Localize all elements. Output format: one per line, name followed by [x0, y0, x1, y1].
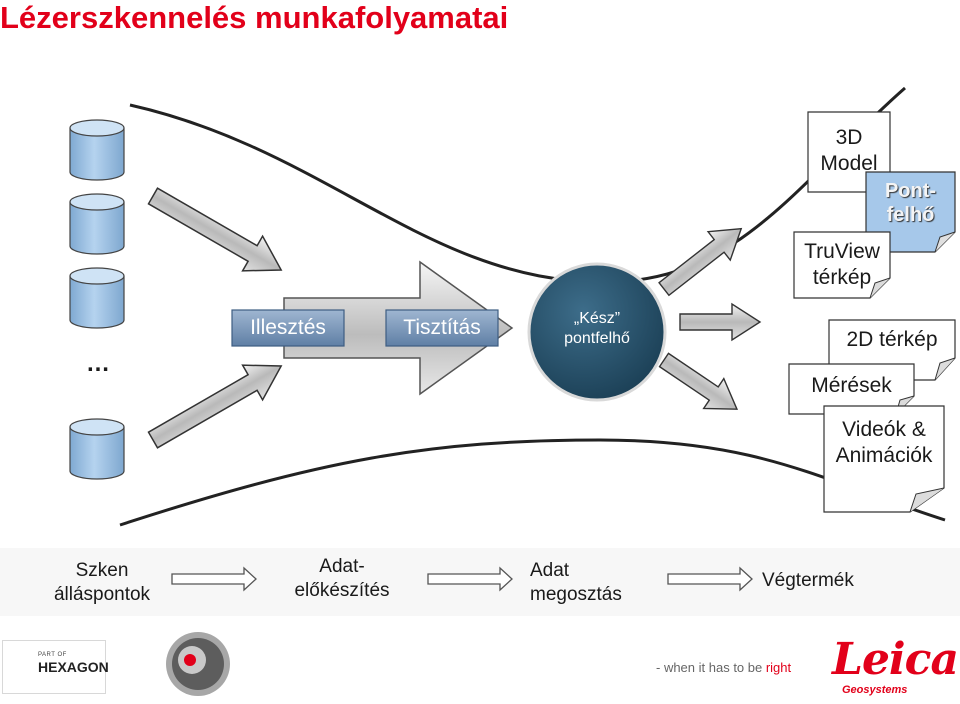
ready-pointcloud-line1: „Kész”	[573, 310, 621, 327]
flow-arrow-icon	[171, 566, 257, 592]
output-3d-model-line1: 3D	[835, 126, 863, 149]
tagline-prefix: - when it has to be	[656, 660, 766, 675]
ready-pointcloud-circle	[527, 262, 667, 402]
hexagon-wordmark: HEXAGON	[38, 659, 109, 675]
output-measurements: Mérések	[811, 374, 892, 397]
cleaning-box	[385, 309, 499, 347]
scan-database-icon	[69, 418, 125, 480]
tagline: - when it has to be right	[656, 660, 791, 675]
stage-registration-label: Illesztés	[250, 316, 326, 339]
flow-share-line1: Adat	[530, 560, 570, 581]
geosystems-wordmark: Geosystems	[842, 684, 908, 696]
output-arrow-right-icon	[679, 302, 762, 342]
output-truview-line1: TruView	[804, 240, 880, 263]
more-scans-ellipsis: …	[86, 350, 110, 377]
input-arrow-down-right-icon	[147, 187, 283, 272]
flow-scan-line1: Szken	[75, 560, 129, 581]
output-videos-line1: Videók &	[842, 418, 926, 441]
flow-prep-line2: előkészítés	[294, 580, 390, 601]
scan-database-icon	[69, 119, 125, 181]
ready-pointcloud-line2: pontfelhő	[564, 330, 630, 347]
funnel-lower-curve	[119, 438, 946, 527]
scan-database-icon	[69, 267, 125, 329]
flow-prep-line1: Adat-	[319, 556, 365, 577]
output-arrow-up-right-icon	[658, 227, 743, 297]
scan-database-icon	[69, 193, 125, 255]
output-pointcloud-line1: Pont-	[884, 180, 937, 202]
output-truview-line2: térkép	[812, 266, 872, 289]
output-2d-map: 2D térkép	[846, 328, 938, 351]
hexagon-part-of: PART OF	[38, 652, 67, 658]
leica-logo: Leica	[832, 634, 959, 685]
hexagon-logo-box	[2, 640, 106, 694]
flow-scan-line2: álláspontok	[53, 584, 151, 605]
flow-arrow-icon	[667, 566, 753, 592]
flow-arrow-icon	[427, 566, 513, 592]
output-3d-model-line2: Model	[820, 152, 878, 175]
software-logo-icon	[166, 632, 230, 696]
page-title: Lézerszkennelés munkafolyamatai	[0, 0, 509, 35]
flow-final-product: Végtermék	[762, 570, 854, 591]
footer	[0, 620, 960, 704]
output-pointcloud-line2: felhő	[886, 204, 935, 226]
tagline-accent: right	[765, 660, 792, 675]
output-arrow-down-right-icon	[658, 352, 739, 410]
flow-share-line2: megosztás	[530, 584, 622, 605]
registration-box	[231, 309, 345, 347]
stage-cleaning-label: Tisztítás	[403, 316, 481, 339]
input-arrow-up-right-icon	[147, 364, 283, 449]
output-videos-line2: Animációk	[835, 444, 933, 467]
